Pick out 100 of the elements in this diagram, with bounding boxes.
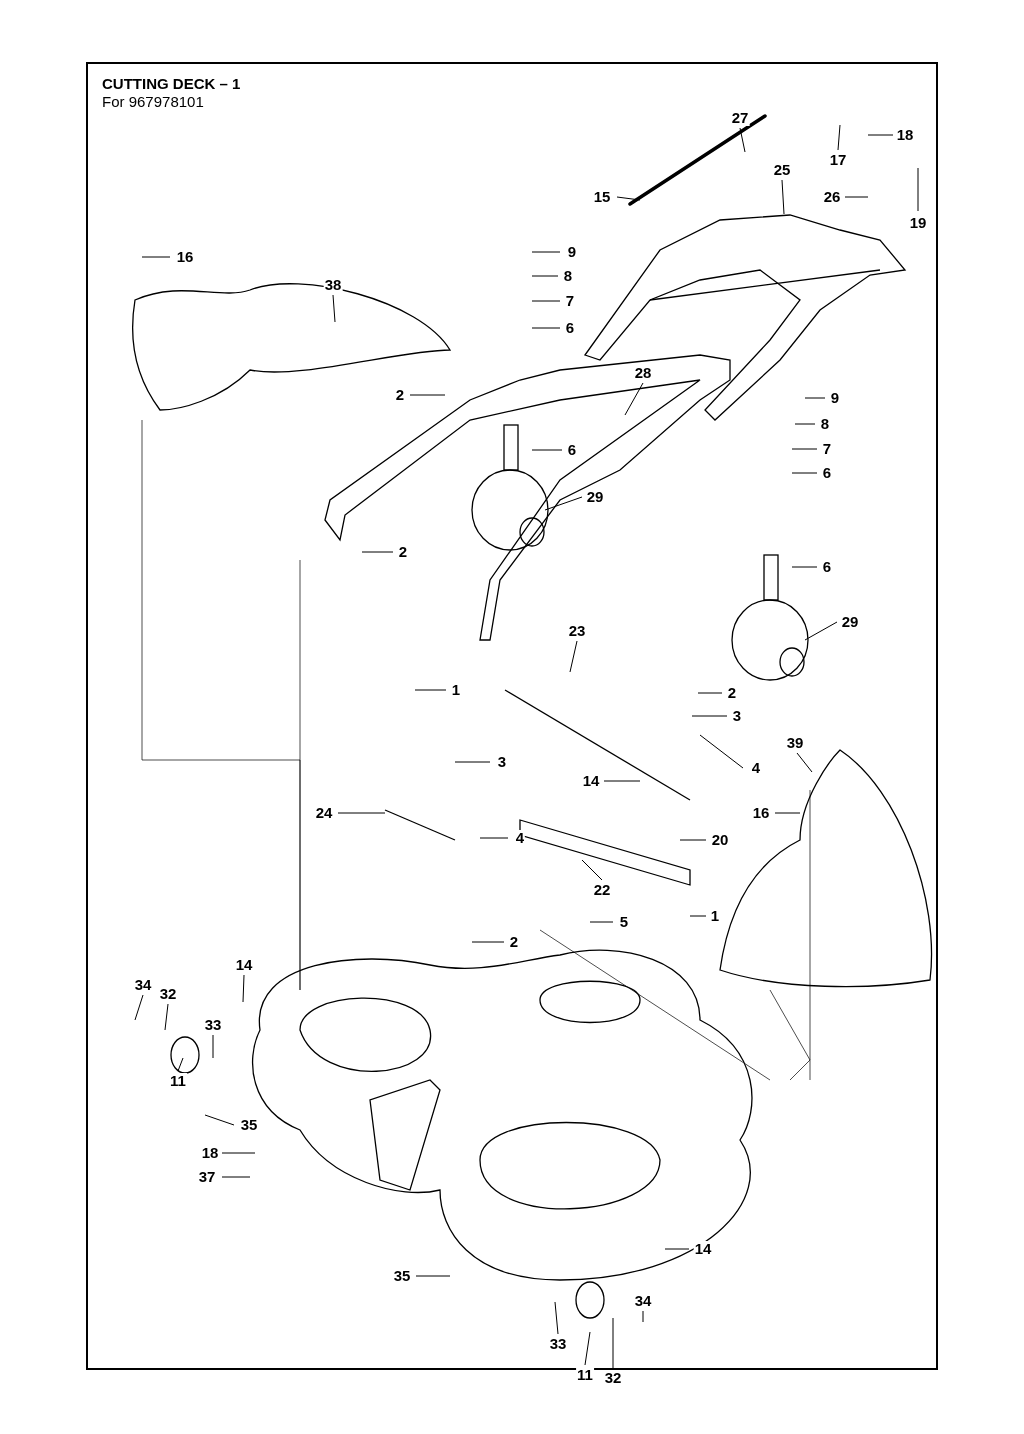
callout-number: 2 <box>397 544 409 560</box>
callout-number: 3 <box>496 754 508 770</box>
callout-number: 3 <box>731 708 743 724</box>
callout-number: 18 <box>200 1145 220 1161</box>
leader-line <box>781 179 785 215</box>
leader-line <box>544 496 583 511</box>
leader-line <box>697 692 723 694</box>
leader-line <box>584 1331 591 1366</box>
leader-line <box>917 167 919 212</box>
callout-number: 35 <box>392 1268 412 1284</box>
leader-line <box>531 300 561 302</box>
callout-number: 24 <box>314 805 334 821</box>
callout-number: 26 <box>822 189 842 205</box>
callout-number: 6 <box>566 442 578 458</box>
callout-number: 8 <box>819 416 831 432</box>
callout-number: 17 <box>828 152 848 168</box>
callout-number: 14 <box>581 773 601 789</box>
leader-line <box>569 640 578 673</box>
leader-line <box>612 1317 614 1369</box>
callout-number: 28 <box>633 365 653 381</box>
leader-line <box>337 812 386 814</box>
callout-number: 15 <box>592 189 612 205</box>
callout-number: 7 <box>821 441 833 457</box>
leader-line <box>616 196 641 201</box>
callout-number: 27 <box>730 110 750 126</box>
callout-number: 37 <box>197 1169 217 1185</box>
callout-number: 4 <box>514 830 526 846</box>
callout-number: 34 <box>633 1293 653 1309</box>
callout-number: 11 <box>169 1073 187 1089</box>
leader-line <box>664 1248 690 1250</box>
callout-number: 20 <box>710 832 730 848</box>
callout-number: 9 <box>829 390 841 406</box>
callout-number: 39 <box>785 735 805 751</box>
subtitle: For 967978101 <box>102 94 204 110</box>
leader-line <box>414 689 447 691</box>
callout-number: 4 <box>750 760 762 776</box>
leader-line <box>791 472 818 474</box>
callout-number: 6 <box>564 320 576 336</box>
callout-number: 22 <box>592 882 612 898</box>
leader-line <box>791 566 818 568</box>
callout-number: 35 <box>239 1117 259 1133</box>
leader-line <box>332 294 336 323</box>
leader-line <box>531 449 563 451</box>
leader-line <box>531 251 561 253</box>
leader-line <box>454 761 491 763</box>
leader-line <box>134 994 144 1021</box>
leader-line <box>479 837 509 839</box>
leader-line <box>164 1003 169 1031</box>
title: CUTTING DECK – 1 <box>102 76 241 92</box>
leader-line <box>699 734 744 769</box>
leader-line <box>804 621 838 641</box>
leader-line <box>471 941 505 943</box>
callout-number: 7 <box>564 293 576 309</box>
leader-line <box>531 327 561 329</box>
leader-line <box>141 256 171 258</box>
leader-line <box>679 839 707 841</box>
leader-line <box>794 423 816 425</box>
leader-line <box>415 1275 451 1277</box>
callout-number: 25 <box>772 162 792 178</box>
callout-number: 2 <box>508 934 520 950</box>
callout-number: 32 <box>603 1370 623 1386</box>
leader-line <box>837 124 841 151</box>
leader-line <box>691 715 728 717</box>
leader-line <box>581 859 603 881</box>
callout-number: 29 <box>585 489 605 505</box>
leader-line <box>796 752 813 773</box>
leader-line <box>867 134 894 136</box>
callout-number: 8 <box>562 268 574 284</box>
leader-line <box>589 921 614 923</box>
leader-line <box>212 1034 214 1059</box>
leader-line <box>221 1152 256 1154</box>
leader-line <box>242 974 245 1003</box>
leader-line <box>361 551 394 553</box>
leader-line <box>603 780 641 782</box>
callout-number: 1 <box>709 908 721 924</box>
leader-line <box>624 382 644 416</box>
leader-line <box>221 1176 251 1178</box>
callout-number: 33 <box>203 1017 223 1033</box>
leader-line <box>409 394 446 396</box>
callout-number: 23 <box>567 623 587 639</box>
callout-number: 33 <box>548 1336 568 1352</box>
leader-line <box>642 1310 644 1323</box>
callout-number: 14 <box>693 1241 713 1257</box>
callout-number: 38 <box>323 277 343 293</box>
callout-number: 11 <box>576 1367 594 1383</box>
callout-number: 32 <box>158 986 178 1002</box>
leader-line <box>204 1114 235 1126</box>
leader-line <box>844 196 869 198</box>
callout-number: 2 <box>394 387 406 403</box>
callout-number: 6 <box>821 559 833 575</box>
callout-number: 2 <box>726 685 738 701</box>
leader-line <box>531 275 559 277</box>
leader-line <box>689 915 707 917</box>
callout-number: 34 <box>133 977 153 993</box>
callout-number: 16 <box>751 805 771 821</box>
callout-number: 5 <box>618 914 630 930</box>
callout-number: 29 <box>840 614 860 630</box>
leader-line <box>739 127 746 153</box>
callout-number: 19 <box>908 215 928 231</box>
callout-number: 6 <box>821 465 833 481</box>
